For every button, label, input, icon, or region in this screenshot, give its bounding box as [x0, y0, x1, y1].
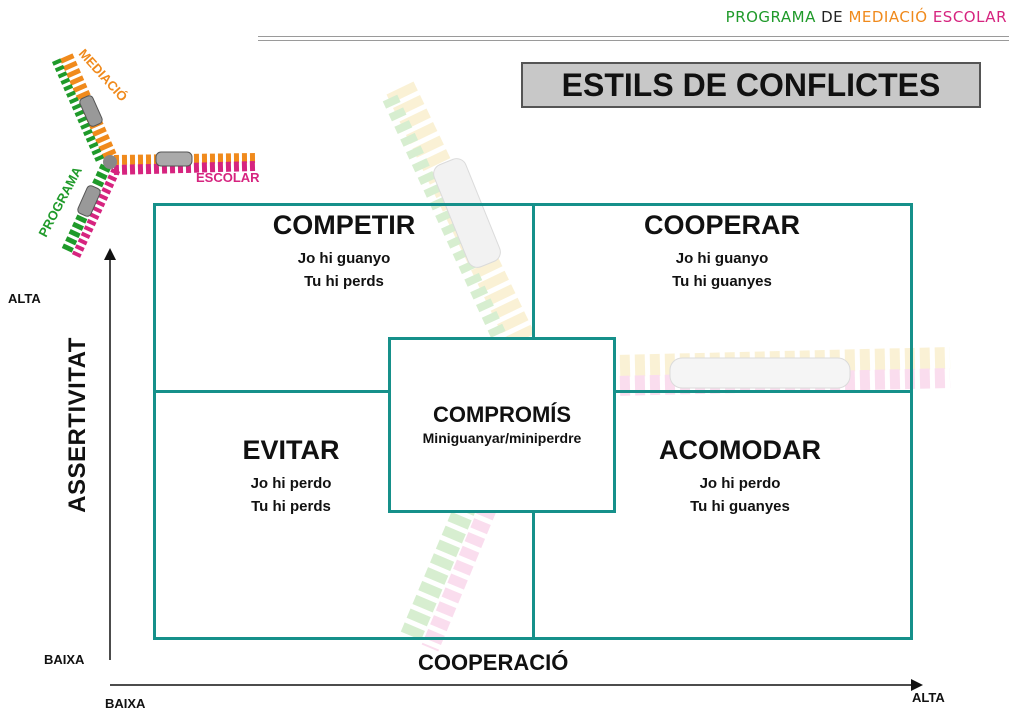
brand-word-programa: PROGRAMA	[725, 8, 816, 26]
quadrant-title: COOPERAR	[643, 210, 800, 240]
y-axis-arrow	[104, 248, 116, 660]
quadrant-line: Tu hi guanyes	[672, 273, 772, 290]
brand-word-escolar: ESCOLAR	[932, 8, 1007, 26]
quadrant-line: Jo hi guanyo	[675, 250, 769, 267]
quadrant-acomodar: ACOMODAR Jo hi perdo Tu hi guanyes	[630, 435, 850, 518]
quadrant-line: Jo hi perdo	[250, 475, 332, 492]
zipper-arm-escolar	[113, 151, 256, 175]
x-axis-title: COOPERACIÓ	[418, 650, 569, 675]
quadrant-cooperar: COOPERAR Jo hi guanyo Tu hi guanyes	[612, 210, 832, 293]
y-axis-low-label: BAIXA	[44, 652, 85, 667]
x-axis-low-label: BAIXA	[105, 696, 146, 711]
header-rule-top	[258, 36, 1009, 37]
quadrant-line: Jo hi perdo	[699, 475, 781, 492]
header-rule-bottom	[258, 40, 1009, 41]
quadrant-line: Tu hi perds	[251, 498, 331, 515]
compromis-box: COMPROMÍS Miniguanyar/miniperdre	[388, 337, 616, 513]
quadrant-line: Jo hi guanyo	[297, 250, 391, 267]
quadrant-title: EVITAR	[242, 435, 340, 465]
zipper-hub	[103, 155, 117, 169]
quadrant-evitar: EVITAR Jo hi perdo Tu hi perds	[181, 435, 401, 518]
grid-right-border	[910, 203, 913, 640]
y-axis-title: ASSERTIVITAT	[64, 337, 91, 513]
brand-word-mediacio: MEDIACIÓ	[848, 8, 928, 26]
compromis-title: COMPROMÍS	[432, 402, 572, 427]
y-axis-high-label: ALTA	[8, 291, 41, 306]
page-title: ESTILS DE CONFLICTES	[521, 62, 981, 108]
logo-label-escolar: ESCOLAR	[196, 170, 260, 185]
quadrant-competir: COMPETIR Jo hi guanyo Tu hi perds	[234, 210, 454, 293]
brand-header: PROGRAMA DE MEDIACIÓ ESCOLAR	[726, 8, 1007, 26]
quadrant-line: Tu hi guanyes	[690, 498, 790, 515]
grid-left-border	[153, 203, 156, 640]
quadrant-title: COMPETIR	[272, 210, 416, 240]
compromis-subtitle: Miniguanyar/miniperdre	[422, 430, 582, 446]
quadrant-title: ACOMODAR	[659, 435, 821, 465]
brand-word-de: DE	[821, 8, 844, 26]
quadrant-line: Tu hi perds	[304, 273, 384, 290]
zipper-logo: MEDIACIÓ ESCOLAR PROGRAMA	[35, 46, 260, 258]
x-axis-arrow	[110, 679, 923, 691]
x-axis-high-label: ALTA	[912, 690, 945, 705]
zipper-arm-mediacio	[51, 53, 117, 162]
zipper-arm-programa	[61, 163, 121, 258]
